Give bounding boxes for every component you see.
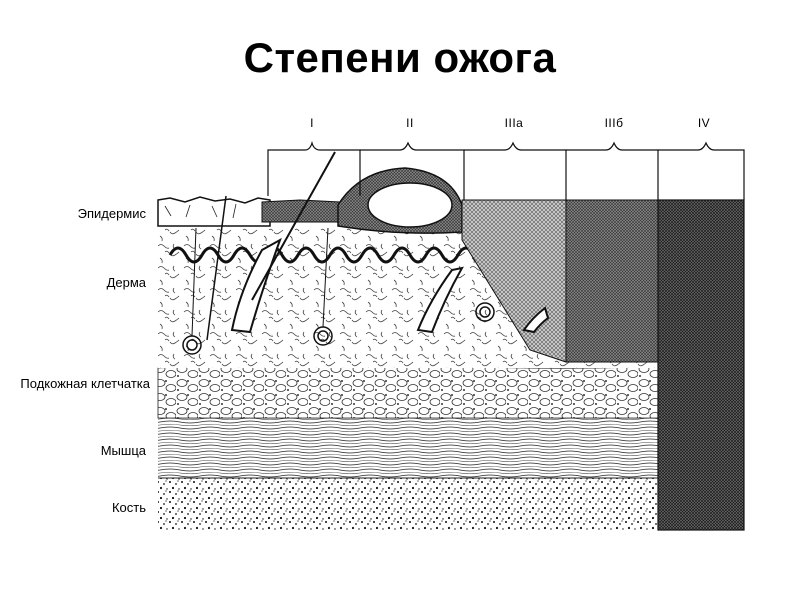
degree-braces xyxy=(267,140,745,200)
degree-label-3b: IIIб xyxy=(604,116,624,130)
layer-label-dermis: Дерма xyxy=(106,275,146,290)
fat-layer xyxy=(157,361,745,419)
epidermis-layer xyxy=(157,196,271,227)
layer-label-bone: Кость xyxy=(111,500,146,515)
layer-label-epidermis: Эпидермис xyxy=(77,206,146,221)
bone-layer xyxy=(158,478,744,530)
layer-label-subcutaneous: Подкожная клетчатка xyxy=(20,376,150,391)
degree-4-zone xyxy=(657,199,745,531)
degree-label-2: II xyxy=(406,116,414,130)
muscle-layer xyxy=(158,418,744,478)
layer-label-muscle: Мышца xyxy=(100,443,146,458)
papillary-border xyxy=(168,246,476,264)
degree-label-4: IV xyxy=(697,116,711,130)
degree-label-3a: IIIa xyxy=(504,116,524,130)
sweat-gland xyxy=(182,302,495,355)
degree-3b-zone xyxy=(565,199,659,363)
page-title: Степени ожога xyxy=(243,34,557,81)
degree-label-1: I xyxy=(310,116,314,130)
hair-follicle xyxy=(230,237,282,334)
